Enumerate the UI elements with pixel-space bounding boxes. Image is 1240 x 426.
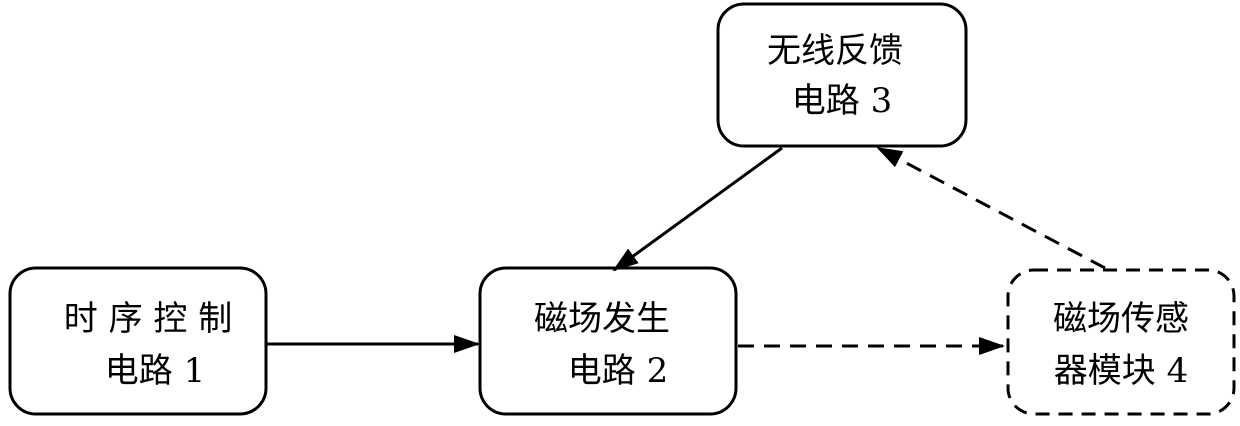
node-magnetic-generator-line2: 电路 2 <box>568 351 668 391</box>
node-wireless-feedback-line1: 无线反馈 <box>767 31 903 71</box>
node-magnetic-sensor-line1: 磁场传感 <box>1053 299 1189 339</box>
node-magnetic-sensor: 磁场传感 器模块 4 <box>1008 270 1234 414</box>
edge-sensor-to-wireless <box>878 148 1105 268</box>
node-magnetic-sensor-box <box>1008 270 1234 414</box>
node-timing-control: 时 序 控 制 电路 1 <box>10 268 266 414</box>
node-wireless-feedback-box <box>718 4 966 146</box>
node-magnetic-generator-line1: 磁场发生 <box>534 299 670 339</box>
node-timing-control-box <box>10 268 266 414</box>
node-wireless-feedback-line2: 电路 3 <box>792 81 892 121</box>
node-wireless-feedback: 无线反馈 电路 3 <box>718 4 966 146</box>
node-magnetic-sensor-line2: 器模块 4 <box>1054 351 1188 391</box>
node-magnetic-generator: 磁场发生 电路 2 <box>480 268 736 414</box>
node-magnetic-generator-box <box>480 268 736 414</box>
edge-wireless-to-generator <box>614 148 782 270</box>
node-timing-control-line1: 时 序 控 制 <box>64 299 232 339</box>
node-timing-control-line2: 电路 1 <box>105 351 205 391</box>
